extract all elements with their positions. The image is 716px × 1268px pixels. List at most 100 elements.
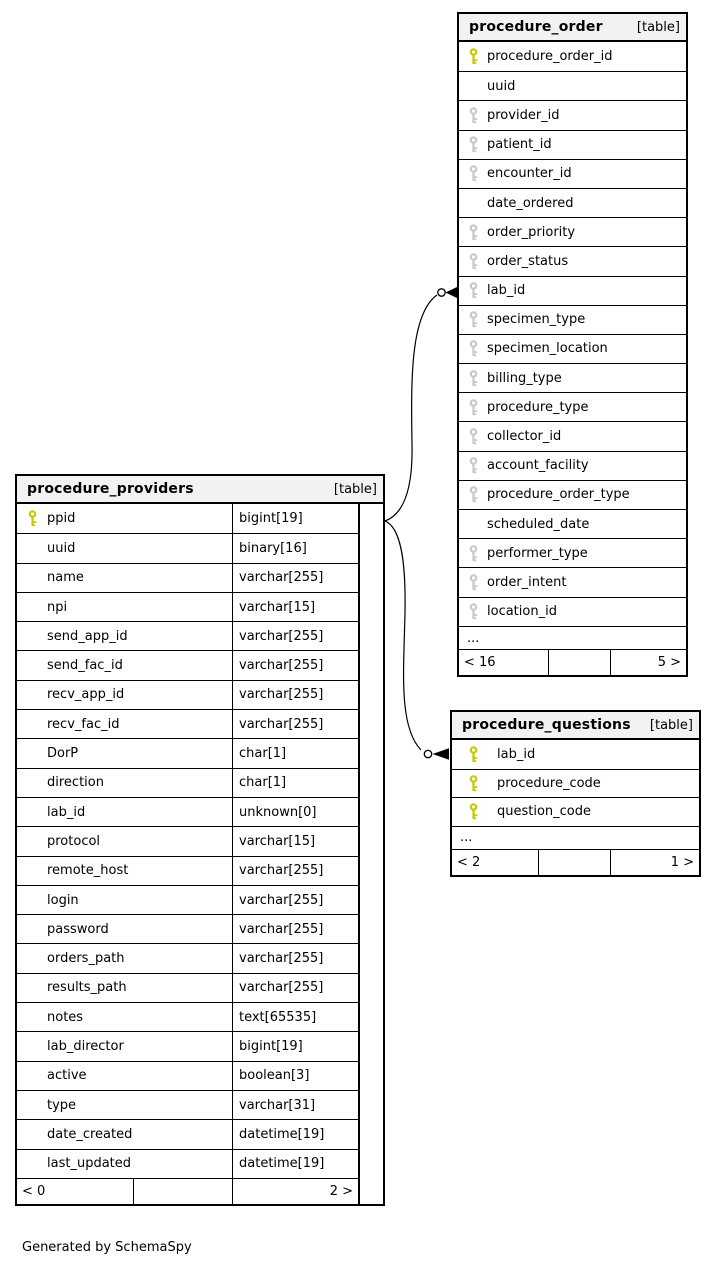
column-row-order_status: order_status — [459, 246, 686, 275]
column-row-account_facility: account_facility — [459, 450, 686, 480]
column-name: ppid — [47, 511, 76, 527]
generator-caption: Generated by SchemaSpy — [22, 1240, 192, 1255]
table-header[interactable]: procedure_order [table] — [459, 14, 686, 42]
column-row-date_ordered: date_ordered — [459, 187, 686, 217]
column-name: procedure_type — [487, 399, 589, 415]
column-row-performer_type: performer_type — [459, 538, 686, 567]
foreign-key-icon — [468, 457, 479, 474]
column-name: collector_id — [487, 429, 562, 445]
column-name: protocol — [47, 833, 101, 849]
column-row-lab_id: lab_id unknown[0] — [17, 796, 358, 827]
table-type-badge: [table] — [333, 481, 377, 497]
footer-spacer — [538, 850, 610, 875]
column-row-procedure_order_type: procedure_order_type — [459, 479, 686, 509]
column-type: unknown[0] — [232, 797, 358, 827]
column-name: order_priority — [487, 224, 576, 240]
table-type-badge: [table] — [636, 19, 680, 35]
column-row-order_intent: order_intent — [459, 567, 686, 596]
column-row-encounter_id: encounter_id — [459, 158, 686, 188]
column-name: orders_path — [47, 951, 125, 967]
table-footer: < 0 2 > — [17, 1177, 358, 1204]
column-name: lab_id — [497, 746, 536, 762]
column-name: lab_director — [47, 1038, 124, 1054]
table-name: procedure_order — [469, 19, 603, 35]
column-row-order_priority: order_priority — [459, 217, 686, 246]
column-name: npi — [47, 599, 68, 615]
column-name: lab_id — [47, 804, 86, 820]
foreign-key-icon — [468, 399, 479, 416]
table-header[interactable]: procedure_questions [table] — [452, 712, 699, 740]
column-row-specimen_type: specimen_type — [459, 304, 686, 334]
parent-count: < 2 — [457, 855, 481, 870]
column-name: direction — [47, 775, 104, 791]
foreign-key-icon — [468, 107, 479, 124]
column-type: varchar[255] — [232, 622, 358, 651]
column-row-recv_app_id: recv_app_id varchar[255] — [17, 679, 358, 710]
column-name: send_app_id — [47, 628, 128, 644]
column-name: order_status — [487, 253, 569, 269]
column-name: scheduled_date — [487, 516, 590, 532]
column-name: performer_type — [487, 545, 588, 561]
table-name: procedure_questions — [462, 717, 631, 733]
foreign-key-icon — [468, 486, 479, 503]
edge-circle-terminator — [437, 288, 446, 297]
column-type: boolean[3] — [232, 1061, 358, 1090]
table-type-badge: [table] — [649, 717, 693, 733]
column-name: password — [47, 921, 109, 937]
column-name: procedure_order_type — [487, 487, 630, 503]
column-row-login: login varchar[255] — [17, 884, 358, 915]
column-name: specimen_location — [487, 341, 608, 357]
foreign-key-icon — [468, 136, 479, 153]
column-row-protocol: protocol varchar[15] — [17, 826, 358, 856]
column-type: varchar[255] — [232, 680, 358, 710]
column-name: recv_app_id — [47, 687, 125, 703]
column-row-lab_id: lab_id — [452, 740, 699, 769]
foreign-key-icon — [468, 369, 479, 387]
foreign-key-icon — [468, 340, 479, 357]
child-count: 2 > — [232, 1178, 358, 1204]
column-name: order_intent — [487, 574, 567, 590]
primary-key-icon — [468, 48, 479, 65]
footer-spacer — [133, 1178, 232, 1204]
column-type: datetime[19] — [232, 1120, 358, 1149]
column-type: varchar[255] — [232, 885, 358, 915]
column-type: varchar[15] — [232, 827, 358, 856]
truncation-ellipsis: ... — [452, 825, 699, 850]
edge-arrowhead — [432, 748, 449, 760]
column-type: varchar[255] — [232, 710, 358, 739]
column-name: lab_id — [487, 283, 526, 299]
column-type: varchar[255] — [232, 651, 358, 680]
primary-key-icon — [468, 774, 479, 792]
column-type: varchar[255] — [232, 973, 358, 1003]
column-type: binary[16] — [232, 534, 358, 563]
column-row-provider_id: provider_id — [459, 100, 686, 129]
column-row-specimen_location: specimen_location — [459, 333, 686, 363]
column-name: DorP — [47, 746, 79, 762]
column-type: char[1] — [232, 739, 358, 768]
foreign-key-icon — [468, 253, 479, 270]
table-header[interactable]: procedure_providers [table] — [17, 476, 383, 504]
foreign-key-icon — [468, 165, 479, 182]
column-name: procedure_order_id — [487, 49, 613, 65]
table-name: procedure_providers — [27, 481, 194, 497]
column-name: procedure_code — [497, 775, 601, 791]
column-type: varchar[15] — [232, 592, 358, 622]
column-name: login — [47, 892, 79, 908]
column-row-patient_id: patient_id — [459, 129, 686, 159]
table-procedure-order[interactable]: procedure_order [table] procedure_order_… — [457, 12, 688, 678]
